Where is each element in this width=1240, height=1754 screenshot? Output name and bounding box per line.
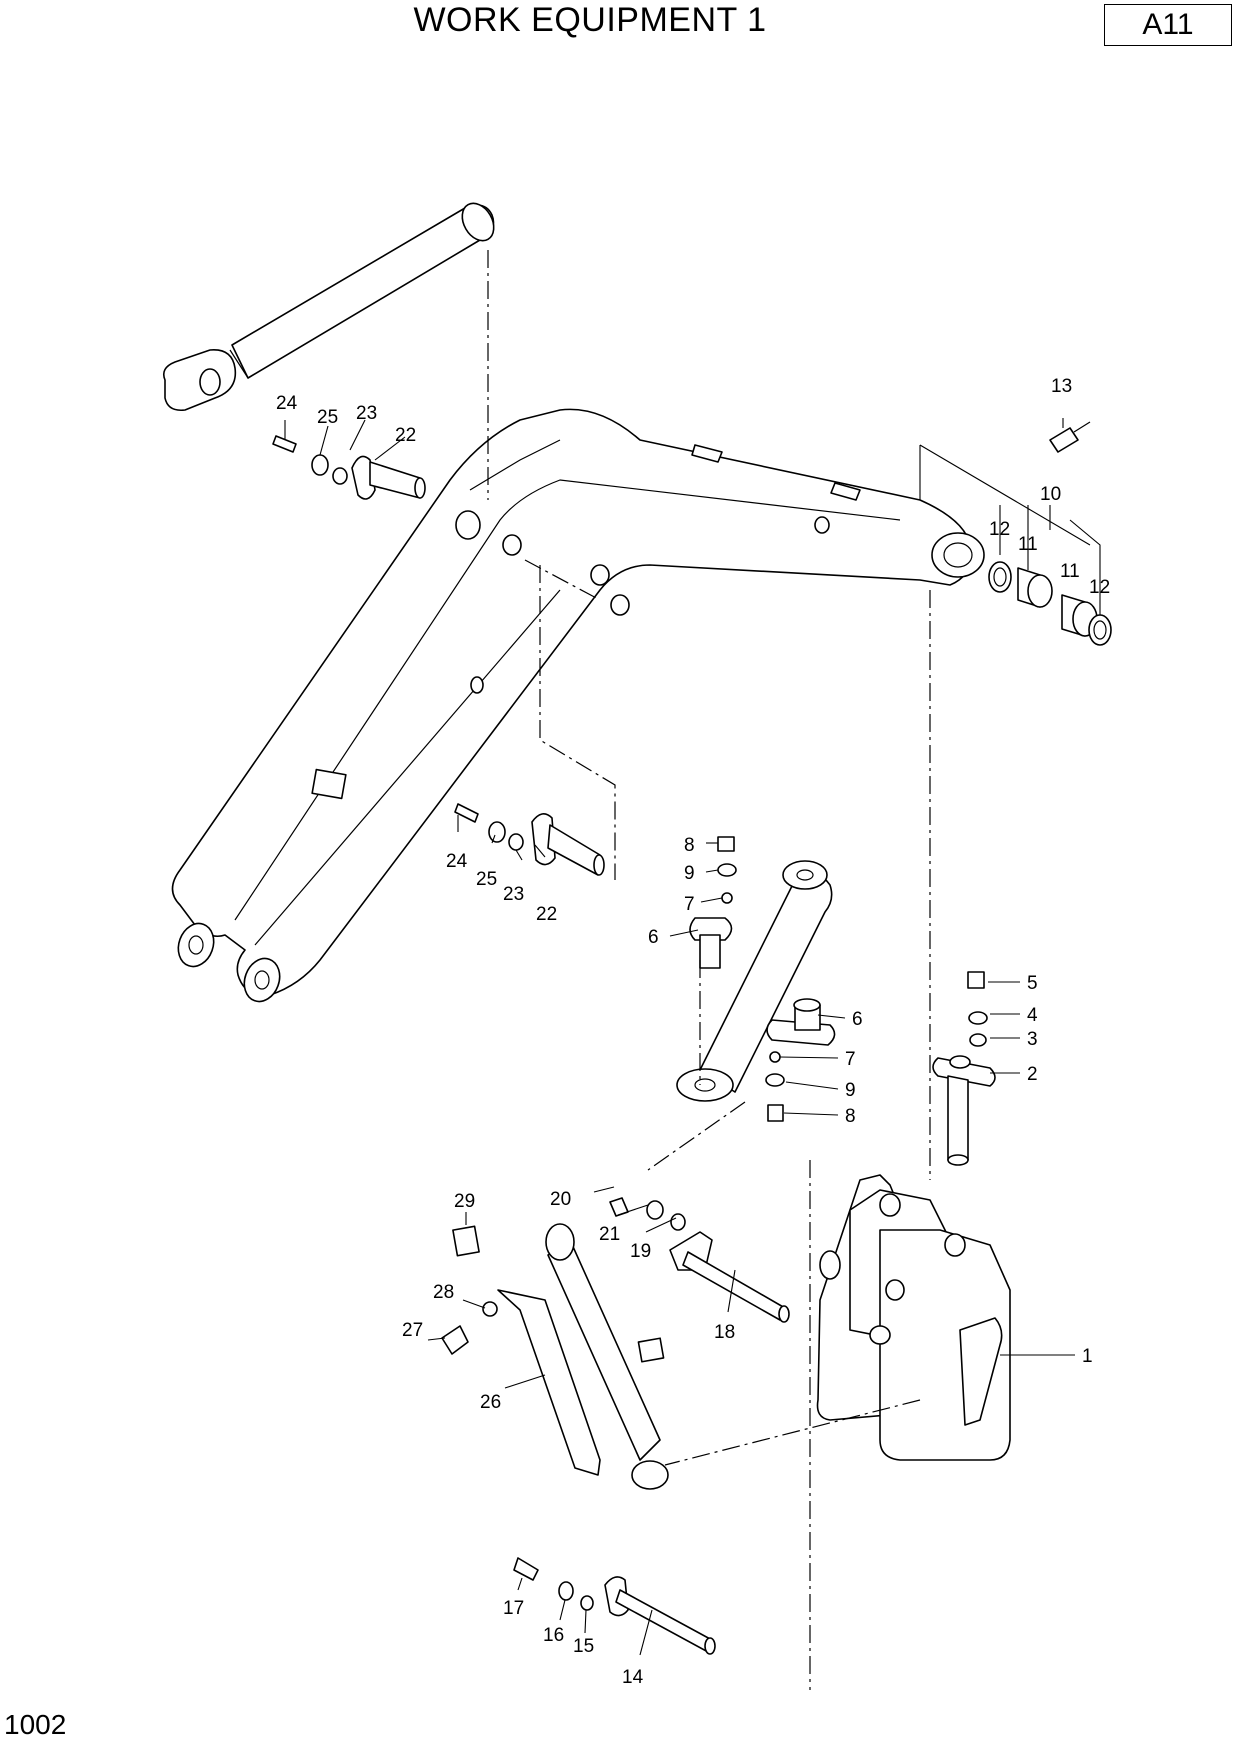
lower-pin-set [454, 803, 605, 876]
bushing-set [988, 561, 1112, 646]
callout-3: 3 [1027, 1029, 1038, 1050]
callout-20: 20 [550, 1189, 571, 1210]
callout-16: 16 [543, 1625, 564, 1646]
callout-21: 21 [599, 1224, 620, 1245]
callout-25-upper: 25 [317, 407, 338, 428]
callout-9-lower: 9 [845, 1080, 856, 1101]
callout-6-lower: 6 [852, 1009, 863, 1030]
boom-cylinder [162, 202, 495, 412]
callout-17: 17 [503, 1598, 524, 1619]
callout-labels: 1 2 3 4 5 6 6 7 7 8 8 9 9 10 11 11 12 12… [276, 376, 1110, 1688]
callout-18: 18 [714, 1322, 735, 1343]
callout-24-lower: 24 [446, 851, 468, 872]
callout-12-first: 12 [989, 519, 1010, 540]
callout-11-second: 11 [1060, 561, 1080, 582]
callout-4: 4 [1027, 1005, 1038, 1026]
callout-6-upper: 6 [648, 927, 659, 948]
callout-10: 10 [1040, 484, 1061, 505]
callout-19: 19 [630, 1241, 651, 1262]
callout-9-upper: 9 [684, 863, 695, 884]
callout-13: 13 [1051, 376, 1072, 397]
callout-23-lower: 23 [503, 884, 524, 905]
callout-24-upper: 24 [276, 393, 298, 414]
callout-7-upper: 7 [684, 894, 695, 915]
callout-25-lower: 25 [476, 869, 497, 890]
boom [171, 408, 985, 1003]
upper-pin-set [272, 435, 426, 500]
callout-8-upper: 8 [684, 835, 695, 856]
grease-fitting [1049, 421, 1091, 453]
callout-22-upper: 22 [395, 425, 416, 446]
cylinder-cover [441, 1225, 665, 1476]
callout-5: 5 [1027, 973, 1038, 994]
page-number: 1002 [4, 1709, 67, 1740]
callout-1: 1 [1082, 1346, 1093, 1367]
cylinder-pin-14 [513, 1557, 716, 1655]
callout-12-second: 12 [1089, 577, 1110, 598]
callout-8-lower: 8 [845, 1106, 856, 1127]
swing-bracket [816, 1174, 1011, 1461]
callout-22-lower: 22 [536, 904, 557, 925]
callout-26: 26 [480, 1392, 501, 1413]
callout-14: 14 [622, 1667, 644, 1688]
callout-7-lower: 7 [845, 1049, 856, 1070]
page-title: WORK EQUIPMENT 1 [413, 1, 767, 39]
callout-29: 29 [454, 1191, 475, 1212]
yoke-pin-upper [689, 836, 737, 969]
callout-2: 2 [1027, 1064, 1038, 1085]
center-lines [487, 250, 931, 1690]
swing-bracket-pin [932, 971, 996, 1166]
yoke-pin-lower [765, 998, 836, 1122]
boom-swing-cylinder [676, 860, 833, 1102]
cylinder-pin-18 [609, 1197, 790, 1323]
callout-23-upper: 23 [356, 403, 377, 424]
callout-15: 15 [573, 1636, 594, 1657]
callout-28: 28 [433, 1282, 454, 1303]
section-code-box: A11 [1104, 4, 1232, 46]
callout-27: 27 [402, 1320, 423, 1341]
callout-11-first: 11 [1018, 534, 1038, 555]
swing-cylinder-lower [545, 1223, 669, 1490]
leader-lines [284, 418, 1101, 1656]
